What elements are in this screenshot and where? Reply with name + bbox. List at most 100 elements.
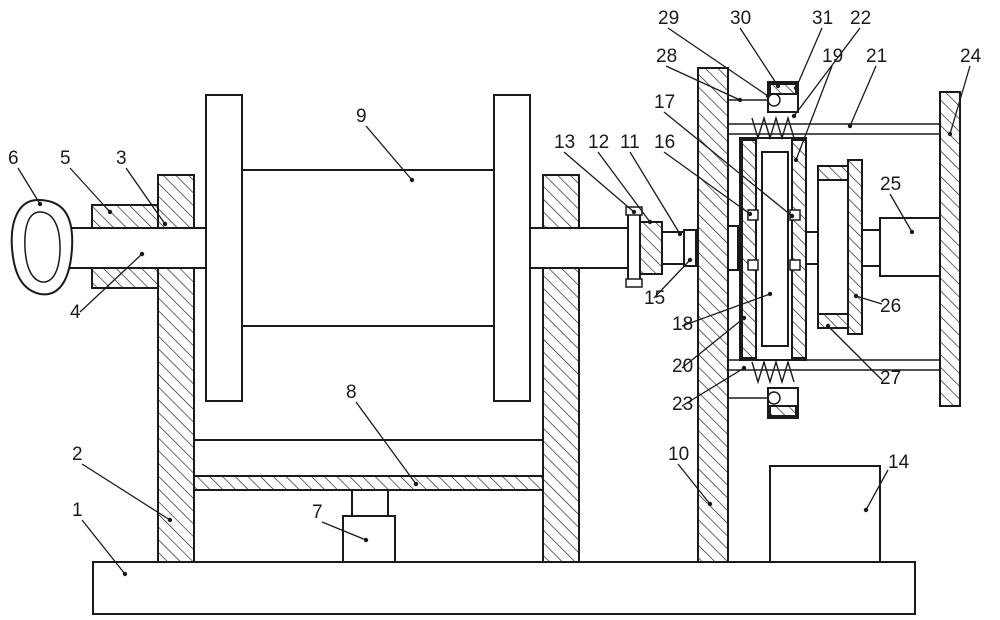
clutch-disc [761,151,789,347]
part-label-2: 2 [72,444,83,465]
part-label-4: 4 [70,302,81,323]
part-label-22: 22 [850,8,871,29]
leader-dot-29 [765,93,771,99]
leader-dot-10 [707,501,713,507]
part-label-1: 1 [72,500,83,521]
part-label-15: 15 [644,288,665,309]
leader-line-10 [677,463,711,505]
part-label-20: 20 [672,356,693,377]
leader-dot-24 [947,131,953,137]
leader-dot-8 [413,481,419,487]
part-label-25: 25 [880,174,901,195]
leader-line-2 [81,463,171,521]
support-crossbar [193,439,544,477]
leader-dot-27 [825,323,831,329]
part-label-12: 12 [588,132,609,153]
part-label-8: 8 [346,382,357,403]
leader-dot-1 [122,571,128,577]
push-cylinder-rod [861,229,881,267]
part-label-21: 21 [866,46,887,67]
spring-lower [751,359,795,385]
leader-dot-22 [791,113,797,119]
part-label-13: 13 [554,132,575,153]
leader-dot-2 [167,517,173,523]
collar-lower [91,267,159,289]
leader-line-28 [665,65,741,101]
bolt [747,259,759,271]
gear-box-upper-hatch [769,83,797,95]
leader-line-29 [667,27,769,97]
base-plate [92,561,916,615]
leader-line-18 [681,293,771,327]
leader-dot-26 [853,293,859,299]
pressure-plate [847,159,863,335]
pressure-pad-hatched [817,313,849,329]
leader-line-30 [739,27,779,87]
handle [10,198,74,296]
part-label-5: 5 [60,148,71,169]
leader-dot-13 [631,209,637,215]
leader-line-24 [949,65,971,135]
support-plate [193,475,544,491]
part-label-9: 9 [356,106,367,127]
leader-dot-9 [409,177,415,183]
shaft-collar-1 [727,225,739,271]
part-label-14: 14 [888,452,910,473]
leader-dot-18 [767,291,773,297]
drum-flange-right [493,94,531,402]
leader-dot-28 [737,97,743,103]
leader-line-7 [321,521,367,541]
leader-dot-31 [793,85,799,91]
leader-dot-5 [107,209,113,215]
leader-dot-25 [909,229,915,235]
part-label-30: 30 [730,8,751,29]
leader-dot-12 [647,219,653,225]
part-label-27: 27 [880,368,901,389]
leader-line-23 [681,367,745,407]
part-label-29: 29 [658,8,679,29]
leader-dot-19 [793,157,799,163]
spring-upper [751,115,795,141]
leader-line-14 [865,469,889,511]
part-label-24: 24 [960,46,982,67]
leader-line-20 [681,317,745,369]
part-label-18: 18 [672,314,693,335]
leader-dot-7 [363,537,369,543]
leader-line-25 [889,193,913,233]
leader-line-1 [81,519,126,575]
leader-line-21 [849,65,877,127]
push-cylinder [879,217,941,277]
leader-line-3 [125,167,166,225]
bolt [747,209,759,221]
right-end-plate [939,91,961,407]
leader-dot-4 [139,251,145,257]
part-label-16: 16 [654,132,675,153]
part-label-3: 3 [116,148,127,169]
leader-dot-3 [162,221,168,227]
drum-flange-left [205,94,243,402]
winding-drum [241,169,495,327]
leader-dot-30 [775,83,781,89]
leader-dot-6 [37,201,43,207]
leader-line-6 [17,167,41,205]
coupling-hatched [639,221,663,275]
part-label-26: 26 [880,296,901,317]
leader-line-8 [355,401,417,485]
housing-left-wall [741,139,757,359]
leader-dot-15 [687,257,693,263]
part-label-28: 28 [656,46,677,67]
leader-line-15 [653,259,691,299]
gear-box-lower-hatch [769,405,797,417]
bolt [789,259,801,271]
part-label-7: 7 [312,502,323,523]
leader-line-22 [793,27,861,117]
part-label-10: 10 [668,444,689,465]
leader-dot-14 [863,507,869,513]
leader-line-26 [855,295,883,305]
housing-right-wall [791,139,807,359]
coupling-left-half [627,211,641,283]
leader-dot-11 [677,231,683,237]
pressure-pad [817,165,849,329]
part-label-19: 19 [822,46,843,67]
